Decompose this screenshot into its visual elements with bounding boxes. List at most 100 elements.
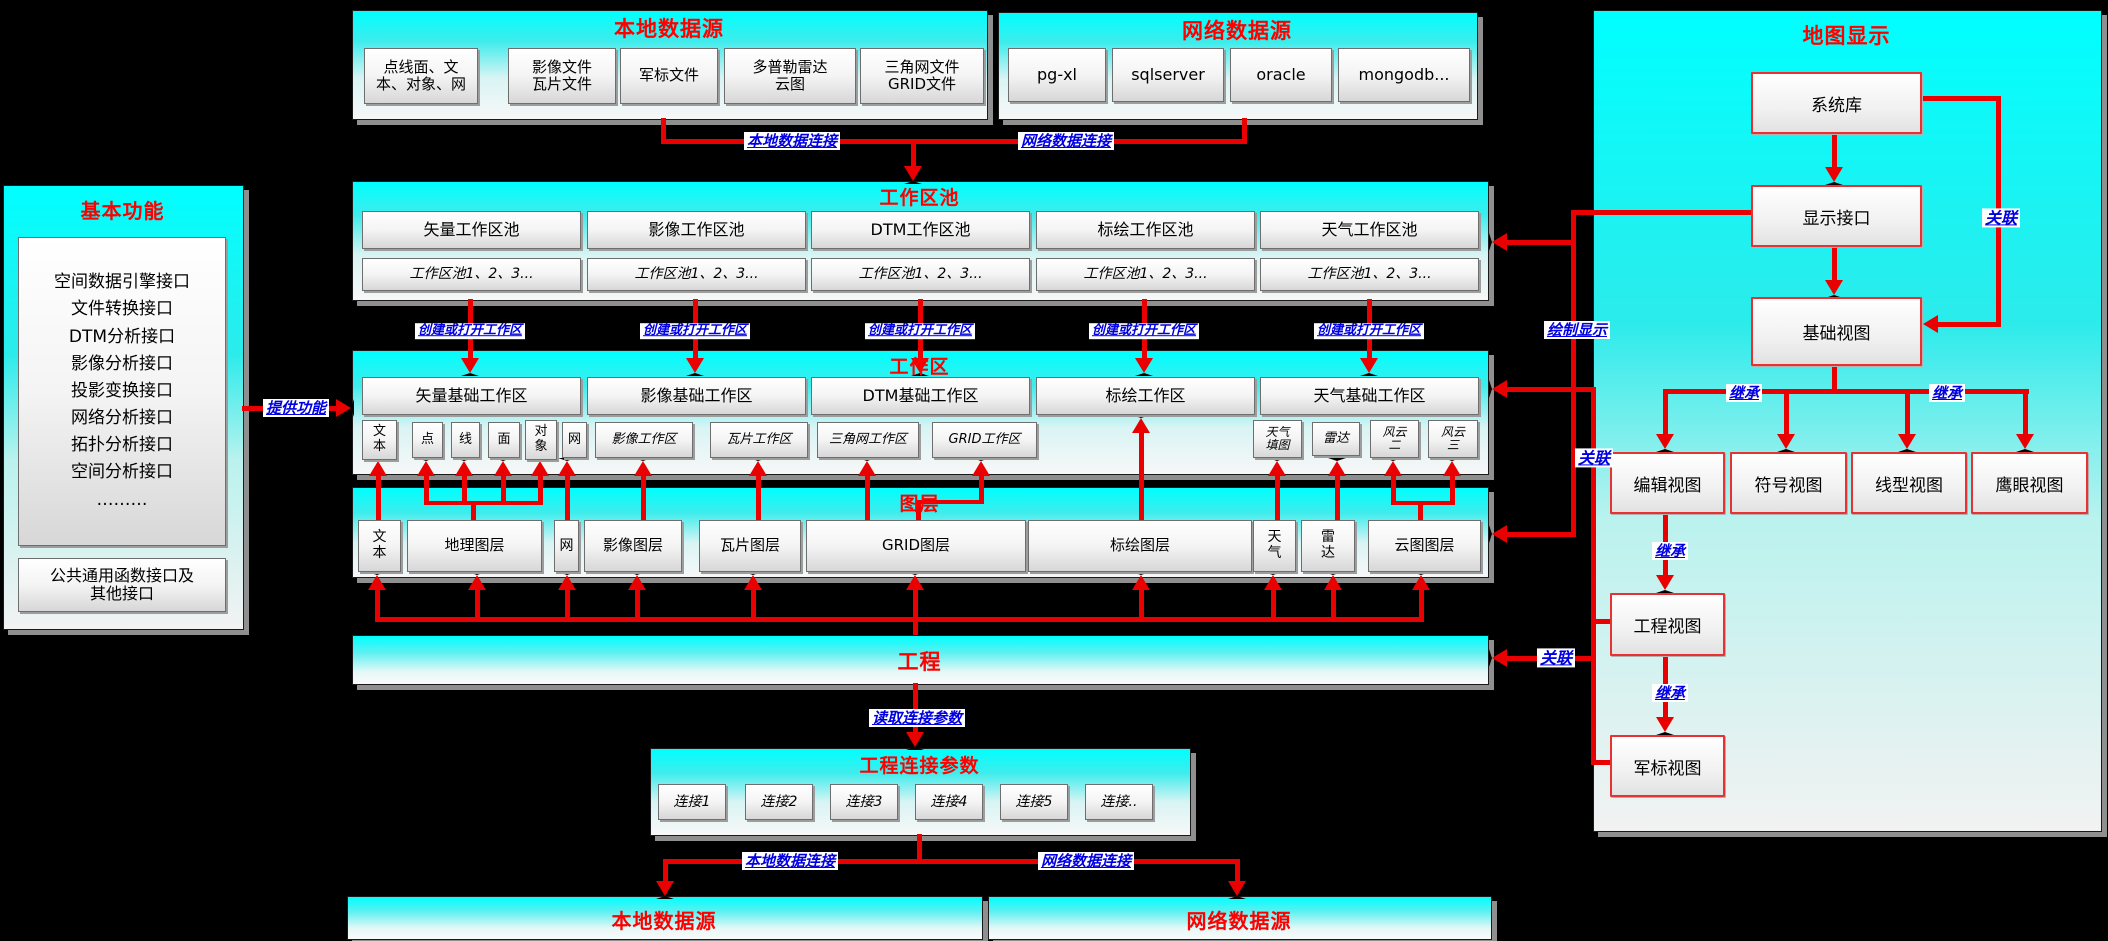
read-params-label: 读取连接参数 [868, 709, 966, 727]
connector-line [565, 584, 570, 619]
pool-box: 标绘工作区池 [1036, 211, 1255, 249]
pool-instances-box: 工作区池1、2、3... [1036, 258, 1255, 291]
workspace-child-box: 风云三 [1428, 420, 1478, 458]
pool-box: 影像工作区池 [587, 211, 806, 249]
workspace-child-box: 天气填图 [1253, 420, 1302, 458]
connector-line [1832, 243, 1837, 283]
connector-line [756, 470, 761, 520]
connector-line [375, 617, 1424, 622]
connector-line [1271, 584, 1276, 619]
connector-line [1419, 584, 1424, 619]
arrow-down-icon [1898, 434, 1916, 452]
arrow-up-icon [858, 458, 876, 476]
edit-view-node: 编辑视图 [1610, 452, 1725, 514]
create-open-label: 创建或打开工作区 [1313, 323, 1425, 339]
connector-line [1503, 240, 1576, 245]
connection-box: 连接5 [1000, 784, 1068, 820]
pool-instances-box: 工作区池1、2、3... [362, 258, 581, 291]
connector-line [475, 584, 480, 619]
arrow-left-icon [1489, 649, 1507, 667]
arrow-down-icon [1777, 434, 1795, 452]
connector-line [1832, 362, 1837, 392]
connector-line [462, 470, 467, 505]
arrow-down-icon [1135, 358, 1153, 376]
arrow-up-icon [972, 458, 990, 476]
connector-line [913, 620, 918, 635]
arrow-down-icon [1825, 167, 1843, 185]
local-data-source-title: 本地数据源 [614, 17, 724, 41]
connector-line [1663, 389, 2029, 394]
workspace-child-box: 点 [412, 422, 443, 458]
workspace-child-label: 文本 [372, 424, 386, 454]
network-conn-label-top: 网络数据连接 [1017, 132, 1115, 150]
eagle-eye-view-node: 鹰眼视图 [1971, 452, 2088, 514]
arrow-up-icon [1132, 572, 1150, 590]
display-interface-node: 显示接口 [1751, 185, 1922, 247]
connector-line [913, 584, 918, 619]
arrow-down-icon [1360, 358, 1378, 376]
connector-line [663, 862, 668, 884]
connector-line [1503, 532, 1576, 537]
pool-instances-box: 工作区池1、2、3... [587, 258, 806, 291]
connector-line [1235, 862, 1240, 884]
workspace-box: DTM基础工作区 [811, 377, 1030, 415]
basic-functions-title: 基本功能 [80, 199, 165, 223]
connector-line [375, 584, 380, 619]
local-source-item: 军标文件 [620, 48, 718, 104]
layer-box: 文本 [358, 520, 401, 572]
connector-line [1571, 210, 1751, 215]
project-bar [352, 635, 1489, 685]
arrow-down-icon [1656, 717, 1674, 735]
connector-line [1918, 96, 2001, 101]
bottom-local-source-bar [347, 896, 983, 940]
arrow-left-icon [1489, 525, 1507, 543]
inherit-label: 继承 [1928, 384, 1966, 402]
arrow-up-icon [455, 458, 473, 476]
system-lib-node: 系统库 [1751, 72, 1922, 134]
military-view-node: 军标视图 [1610, 735, 1725, 797]
workspace-child-label: 风云三 [1440, 424, 1465, 452]
connector-line [641, 470, 646, 520]
inherit-label: 继承 [1651, 542, 1689, 560]
connector-line [911, 141, 916, 169]
connector-line [501, 470, 506, 505]
pool-box: 矢量工作区池 [362, 211, 581, 249]
connector-line [376, 470, 381, 520]
layer-label: 文本 [372, 529, 387, 561]
connector-line [424, 501, 543, 505]
workspace-child-box: 对象 [525, 420, 557, 460]
connector-line [916, 500, 984, 504]
connection-box: 连接.. [1085, 784, 1153, 820]
local-source-item: 点线面、文 本、对象、网 [364, 48, 478, 104]
connector-line [663, 859, 1240, 864]
network-data-source-title: 网络数据源 [1182, 19, 1292, 43]
arrow-right-icon [336, 399, 354, 417]
associate-label: 关联 [1574, 448, 1614, 468]
workspace-child-label: 风云二 [1382, 424, 1407, 452]
arrow-left-icon [1920, 315, 1938, 333]
arrow-down-icon [686, 358, 704, 376]
arrow-up-icon [1412, 572, 1430, 590]
pool-instances-box: 工作区池1、2、3... [811, 258, 1030, 291]
workspace-child-box: 文本 [362, 420, 397, 460]
arrow-down-icon [1656, 434, 1674, 452]
workspace-title: 工作区 [889, 356, 950, 378]
inherit-label: 继承 [1651, 684, 1689, 702]
arrow-up-icon [749, 458, 767, 476]
connector-line [1832, 130, 1837, 170]
workspace-box: 天气基础工作区 [1260, 377, 1479, 415]
layer-box: 雷达 [1301, 520, 1355, 572]
pool-box: 天气工作区池 [1260, 211, 1479, 249]
arrow-down-icon [1228, 881, 1246, 899]
connector-line [865, 470, 870, 520]
connector-line [635, 584, 640, 619]
workspace-child-label: 天气填图 [1265, 424, 1290, 452]
workspace-child-box: 三角网工作区 [817, 422, 919, 458]
connection-box: 连接3 [830, 784, 898, 820]
associate-label: 关联 [1536, 648, 1576, 668]
bottom-local-source-title: 本地数据源 [611, 909, 717, 933]
local-conn-label-bottom: 本地数据连接 [741, 852, 839, 870]
connector-line [1933, 322, 2001, 327]
arrow-left-icon [1489, 380, 1507, 398]
